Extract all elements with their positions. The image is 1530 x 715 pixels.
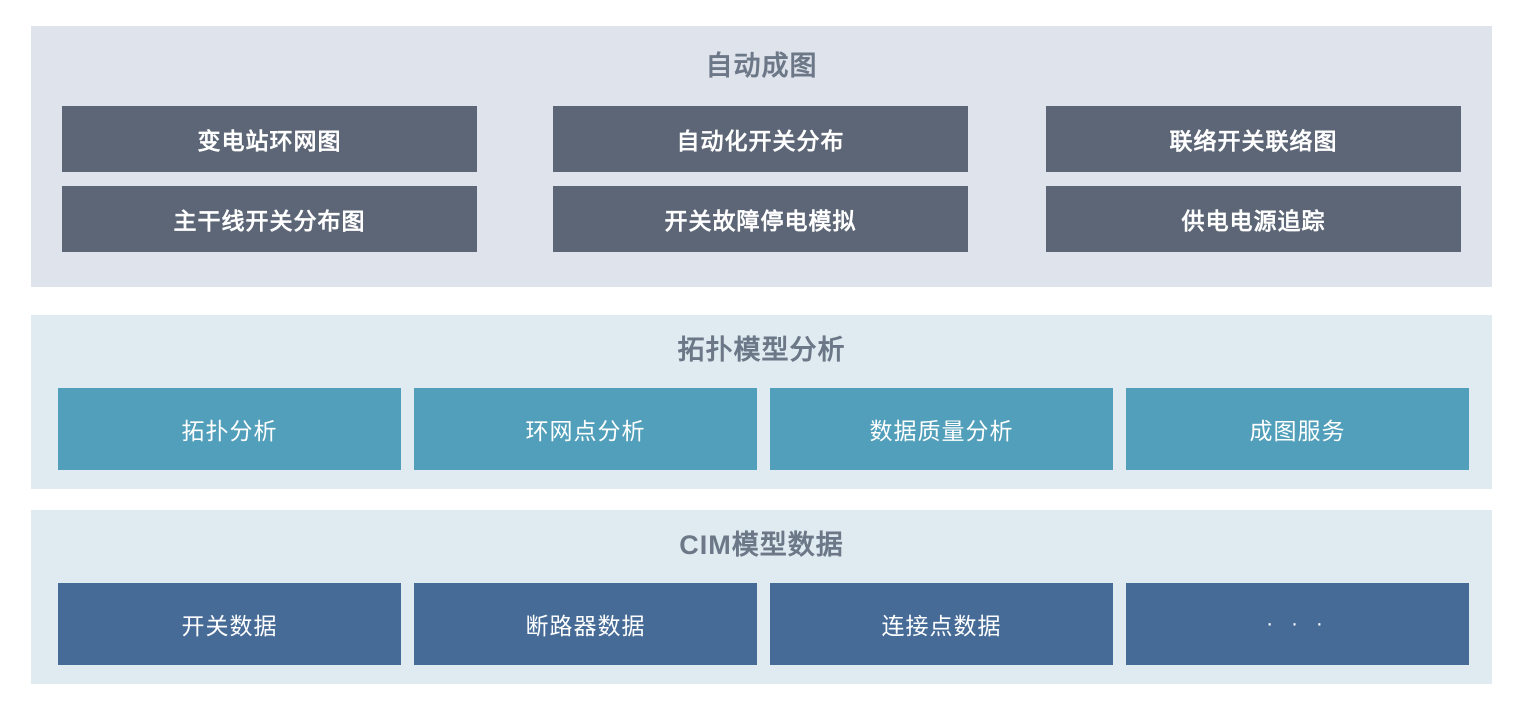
panel-title-cim-model-data: CIM模型数据 — [679, 530, 844, 560]
button-switch-data[interactable]: 开关数据 — [58, 583, 401, 665]
spacer — [1113, 583, 1126, 665]
spacer — [477, 186, 553, 252]
button-circuit-breaker-data[interactable]: 断路器数据 — [414, 583, 757, 665]
spacer — [1113, 388, 1126, 470]
button-trunk-line-switch-distribution-diagram[interactable]: 主干线开关分布图 — [62, 186, 477, 252]
button-topology-analysis[interactable]: 拓扑分析 — [58, 388, 401, 470]
button-connectivity-node-data[interactable]: 连接点数据 — [770, 583, 1113, 665]
cim-row-1: 开关数据 断路器数据 连接点数据 · · · — [31, 583, 1492, 665]
panel-title-auto-mapping: 自动成图 — [705, 51, 818, 81]
panel-title-topology-model-analysis: 拓扑模型分析 — [677, 335, 846, 365]
spacer — [401, 388, 414, 470]
button-tie-switch-connection-diagram[interactable]: 联络开关联络图 — [1046, 106, 1461, 172]
panel-cim-model-data: CIM模型数据 开关数据 断路器数据 连接点数据 · · · — [31, 510, 1492, 684]
button-ring-network-point-analysis[interactable]: 环网点分析 — [414, 388, 757, 470]
auto-mapping-row-1: 变电站环网图 自动化开关分布 联络开关联络图 — [31, 106, 1492, 172]
panel-auto-mapping: 自动成图 变电站环网图 自动化开关分布 联络开关联络图 主干线开关分布图 开关故… — [31, 26, 1492, 287]
spacer — [757, 388, 770, 470]
button-data-quality-analysis[interactable]: 数据质量分析 — [770, 388, 1113, 470]
button-switch-fault-outage-simulation[interactable]: 开关故障停电模拟 — [553, 186, 968, 252]
spacer — [401, 583, 414, 665]
button-automation-switch-distribution[interactable]: 自动化开关分布 — [553, 106, 968, 172]
spacer — [757, 583, 770, 665]
button-mapping-service[interactable]: 成图服务 — [1126, 388, 1469, 470]
panel-topology-model-analysis: 拓扑模型分析 拓扑分析 环网点分析 数据质量分析 成图服务 — [31, 315, 1492, 489]
spacer — [477, 106, 553, 172]
button-substation-ring-network-diagram[interactable]: 变电站环网图 — [62, 106, 477, 172]
button-power-supply-source-tracing[interactable]: 供电电源追踪 — [1046, 186, 1461, 252]
button-more-data[interactable]: · · · — [1126, 583, 1469, 665]
spacer — [968, 106, 1046, 172]
auto-mapping-row-2: 主干线开关分布图 开关故障停电模拟 供电电源追踪 — [31, 172, 1492, 252]
topology-row-1: 拓扑分析 环网点分析 数据质量分析 成图服务 — [31, 388, 1492, 470]
architecture-stack: 自动成图 变电站环网图 自动化开关分布 联络开关联络图 主干线开关分布图 开关故… — [31, 26, 1492, 684]
spacer — [968, 186, 1046, 252]
